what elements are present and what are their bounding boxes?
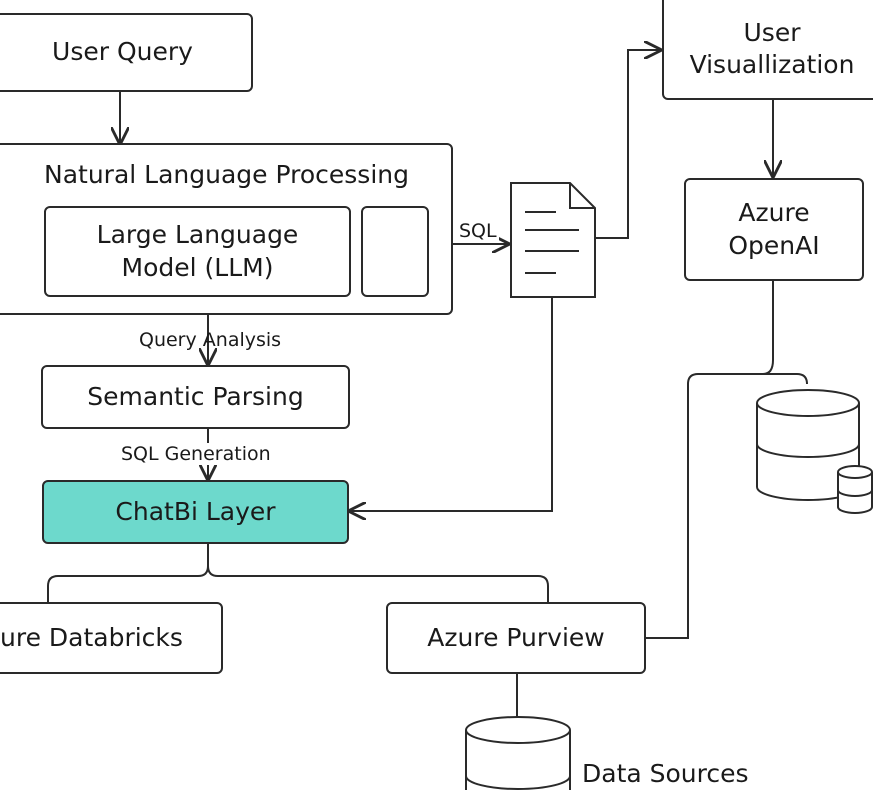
user-query-node: User Query	[0, 13, 253, 92]
arrow-sql-doc-to-user-vis	[596, 50, 660, 239]
semantic-parsing-node: Semantic Parsing	[41, 365, 350, 429]
chatbi-layer-node: ChatBi Layer	[42, 480, 349, 544]
chatbi-branch-connector	[47, 544, 549, 602]
chatbi-layer-label: ChatBi Layer	[115, 496, 276, 526]
small-database-icon	[837, 465, 873, 514]
purview-to-database-connector	[646, 373, 808, 639]
data-sources-label: Data Sources	[582, 759, 749, 788]
edge-label-sql: SQL	[457, 220, 499, 242]
llm-label-line1: Large Language	[96, 220, 299, 249]
nlp-title: Natural Language Processing	[44, 160, 409, 189]
user-vis-label-line2: Visuallization	[689, 50, 855, 79]
llm-node: Large Language Model (LLM)	[44, 206, 351, 297]
user-query-label: User Query	[52, 37, 193, 67]
azure-openai-node: Azure OpenAI	[684, 178, 864, 281]
semantic-parsing-label: Semantic Parsing	[87, 381, 304, 411]
llm-label-line2: Model (LLM)	[121, 252, 274, 282]
databricks-label: ure Databricks	[0, 622, 183, 652]
edge-label-sql-generation: SQL Generation	[119, 443, 273, 465]
data-sources-icon	[465, 716, 571, 790]
nlp-side-block	[361, 206, 429, 297]
user-visualization-node: User Visuallization	[662, 0, 873, 100]
azure-purview-node: Azure Purview	[386, 602, 646, 674]
openai-label-line1: Azure	[738, 198, 810, 227]
edge-label-query-analysis: Query Analysis	[139, 329, 282, 351]
arrow-sql-doc-to-chatbi	[350, 298, 553, 511]
azure-purview-label: Azure Purview	[427, 622, 605, 652]
database-cylinder-icon	[756, 389, 860, 501]
openai-to-database-connector	[762, 281, 774, 375]
user-vis-label-line1: User	[743, 17, 801, 47]
sql-document-icon	[510, 182, 596, 298]
databricks-node: ure Databricks	[0, 602, 223, 674]
openai-label-line2: OpenAI	[728, 230, 820, 260]
